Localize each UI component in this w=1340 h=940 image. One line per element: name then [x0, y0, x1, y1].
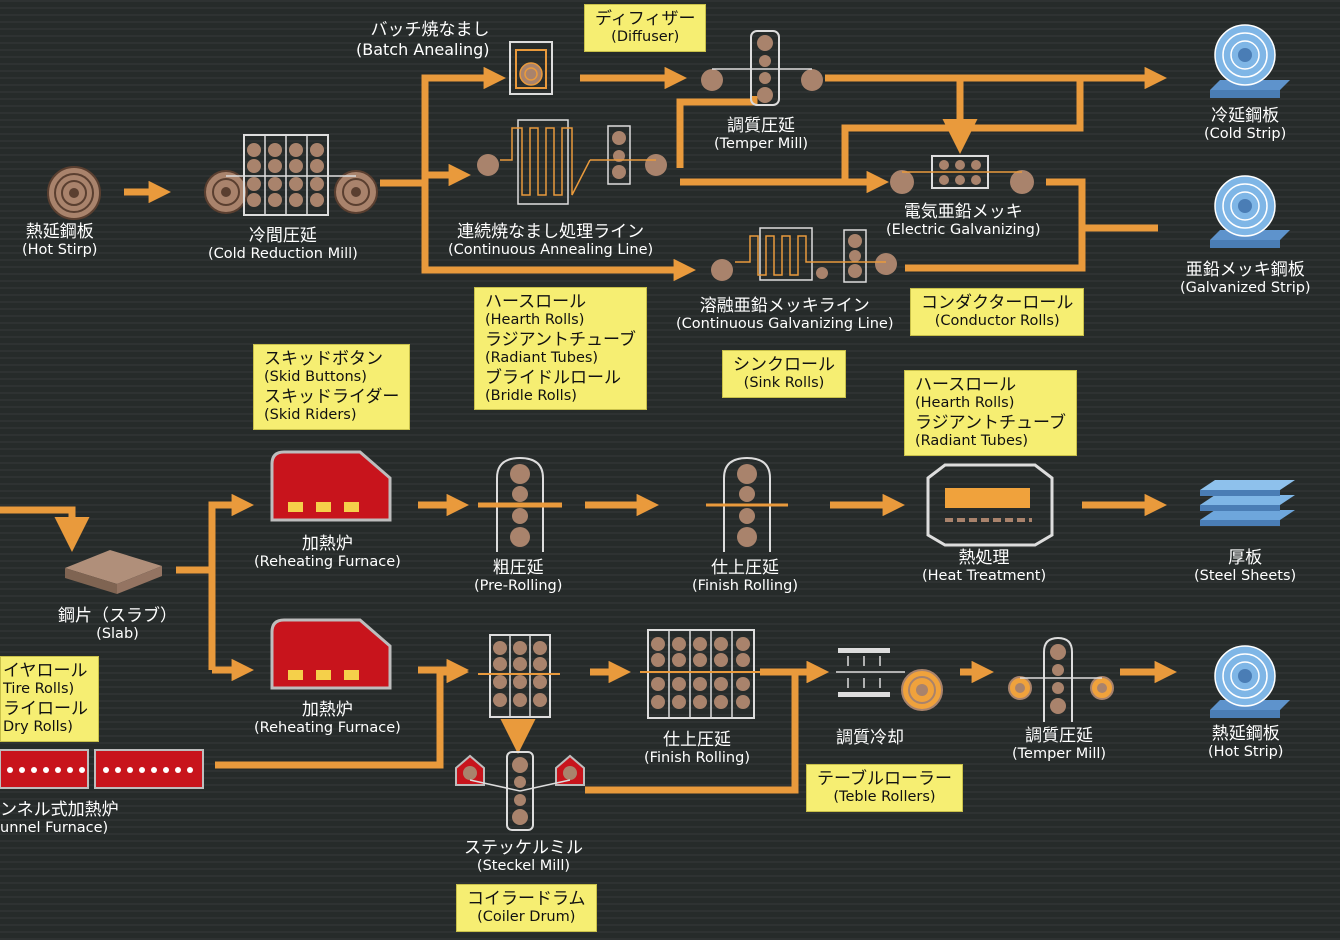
mill-3-stand-icon	[478, 634, 560, 718]
label-electric-galvanizing: 電気亜鉛メッキ(Electric Galvanizing)	[886, 202, 1041, 239]
label-pre-rolling: 粗圧延(Pre-Rolling)	[474, 558, 563, 595]
label-reheating-1: 加熱炉(Reheating Furnace)	[254, 534, 401, 571]
continuous-annealing-icon	[477, 119, 667, 205]
arrow-split-reheat1	[208, 493, 254, 670]
label-steckel-mill: ステッケルミル(Steckel Mill)	[464, 838, 583, 875]
label-batch-annealing: バッチ焼なまし(Batch Anealing)	[356, 20, 490, 60]
pre-rolling-stand-icon	[478, 456, 562, 552]
note-diffuser: ディフィザー(Diffuser)	[584, 4, 707, 52]
note-table-rollers: テーブルローラー(Teble Rollers)	[806, 764, 963, 812]
arrow-elec-to-galv	[1046, 178, 1158, 232]
controlled-cooling-icon	[836, 648, 943, 711]
note-sink-rolls: シンクロール(Sink Rolls)	[722, 350, 846, 398]
label-hot-strip-out: 熱延鋼板(Hot Strip)	[1208, 724, 1284, 761]
hot-strip-out-coil-icon	[1210, 645, 1290, 718]
tunnel-furnace-icon	[0, 749, 204, 789]
note-hearth-radiant: ハースロール(Hearth Rolls) ラジアントチューブ(Radiant T…	[904, 370, 1077, 456]
label-continuous-annealing: 連続焼なまし処理ライン(Continuous Annealing Line)	[448, 222, 654, 259]
label-controlled-cooling: 調質冷却	[836, 728, 904, 748]
slab-icon	[65, 550, 162, 594]
label-heat-treatment: 熱処理(Heat Treatment)	[922, 548, 1047, 585]
heat-treatment-icon	[926, 463, 1054, 547]
note-skid: スキッドボタン(Skid Buttons) スキッドライダー(Skid Ride…	[253, 344, 411, 430]
label-galvanized-strip: 亜鉛メッキ鋼板(Galvanized Strip)	[1180, 260, 1311, 297]
finish-rolling-mill-2-icon	[640, 629, 762, 719]
label-temper-mill-bottom: 調質圧延(Temper Mill)	[1012, 726, 1107, 763]
continuous-galvanizing-icon	[711, 227, 897, 283]
arrow-in-to-slab	[0, 506, 90, 552]
label-cold-reduction: 冷間圧延(Cold Reduction Mill)	[208, 226, 358, 263]
arrow-galv-line-to-out	[905, 228, 1086, 272]
label-reheating-2: 加熱炉(Reheating Furnace)	[254, 700, 401, 737]
label-hot-strip-in: 熱延鋼板(Hot Stirp)	[22, 222, 98, 259]
cold-strip-coil-icon	[1210, 24, 1290, 98]
temper-mill-bottom-icon	[1008, 636, 1114, 722]
label-finish-rolling-1: 仕上圧延(Finish Rolling)	[692, 558, 798, 595]
temper-mill-top-icon	[701, 30, 823, 106]
label-finish-rolling-2: 仕上圧延(Finish Rolling)	[644, 730, 750, 767]
note-conductor-rolls: コンダクターロール(Conductor Rolls)	[910, 288, 1085, 336]
finish-rolling-stand-icon	[706, 456, 788, 552]
arrow-split-galvanizing	[421, 175, 696, 282]
label-continuous-galvanizing: 溶融亜鉛メッキライン(Continuous Galvanizing Line)	[676, 296, 894, 333]
label-steel-sheets: 厚板(Steel Sheets)	[1194, 548, 1297, 585]
steckel-mill-icon	[455, 751, 585, 831]
electric-galvanizing-icon	[890, 155, 1034, 194]
label-cold-strip: 冷延鋼板(Cold Strip)	[1204, 106, 1287, 143]
reheating-furnace-2-icon	[270, 618, 392, 690]
label-temper-mill-top: 調質圧延(Temper Mill)	[714, 116, 809, 153]
reheating-furnace-1-icon	[270, 450, 392, 522]
batch-annealing-icon	[509, 41, 553, 95]
flow-arrows	[0, 66, 1177, 794]
steel-sheets-icon	[1200, 480, 1295, 526]
arrow-cont-to-temper	[676, 96, 758, 168]
galvanized-coil-icon	[1210, 175, 1290, 248]
note-hearth-radiant-bridle: ハースロール(Hearth Rolls) ラジアントチューブ(Radiant T…	[474, 287, 647, 411]
note-coiler-drum: コイラードラム(Coiler Drum)	[456, 884, 597, 932]
hot-strip-coil-icon	[47, 166, 101, 220]
cold-reduction-mill-icon	[204, 134, 378, 216]
label-slab: 鋼片（スラブ）(Slab)	[58, 606, 177, 643]
